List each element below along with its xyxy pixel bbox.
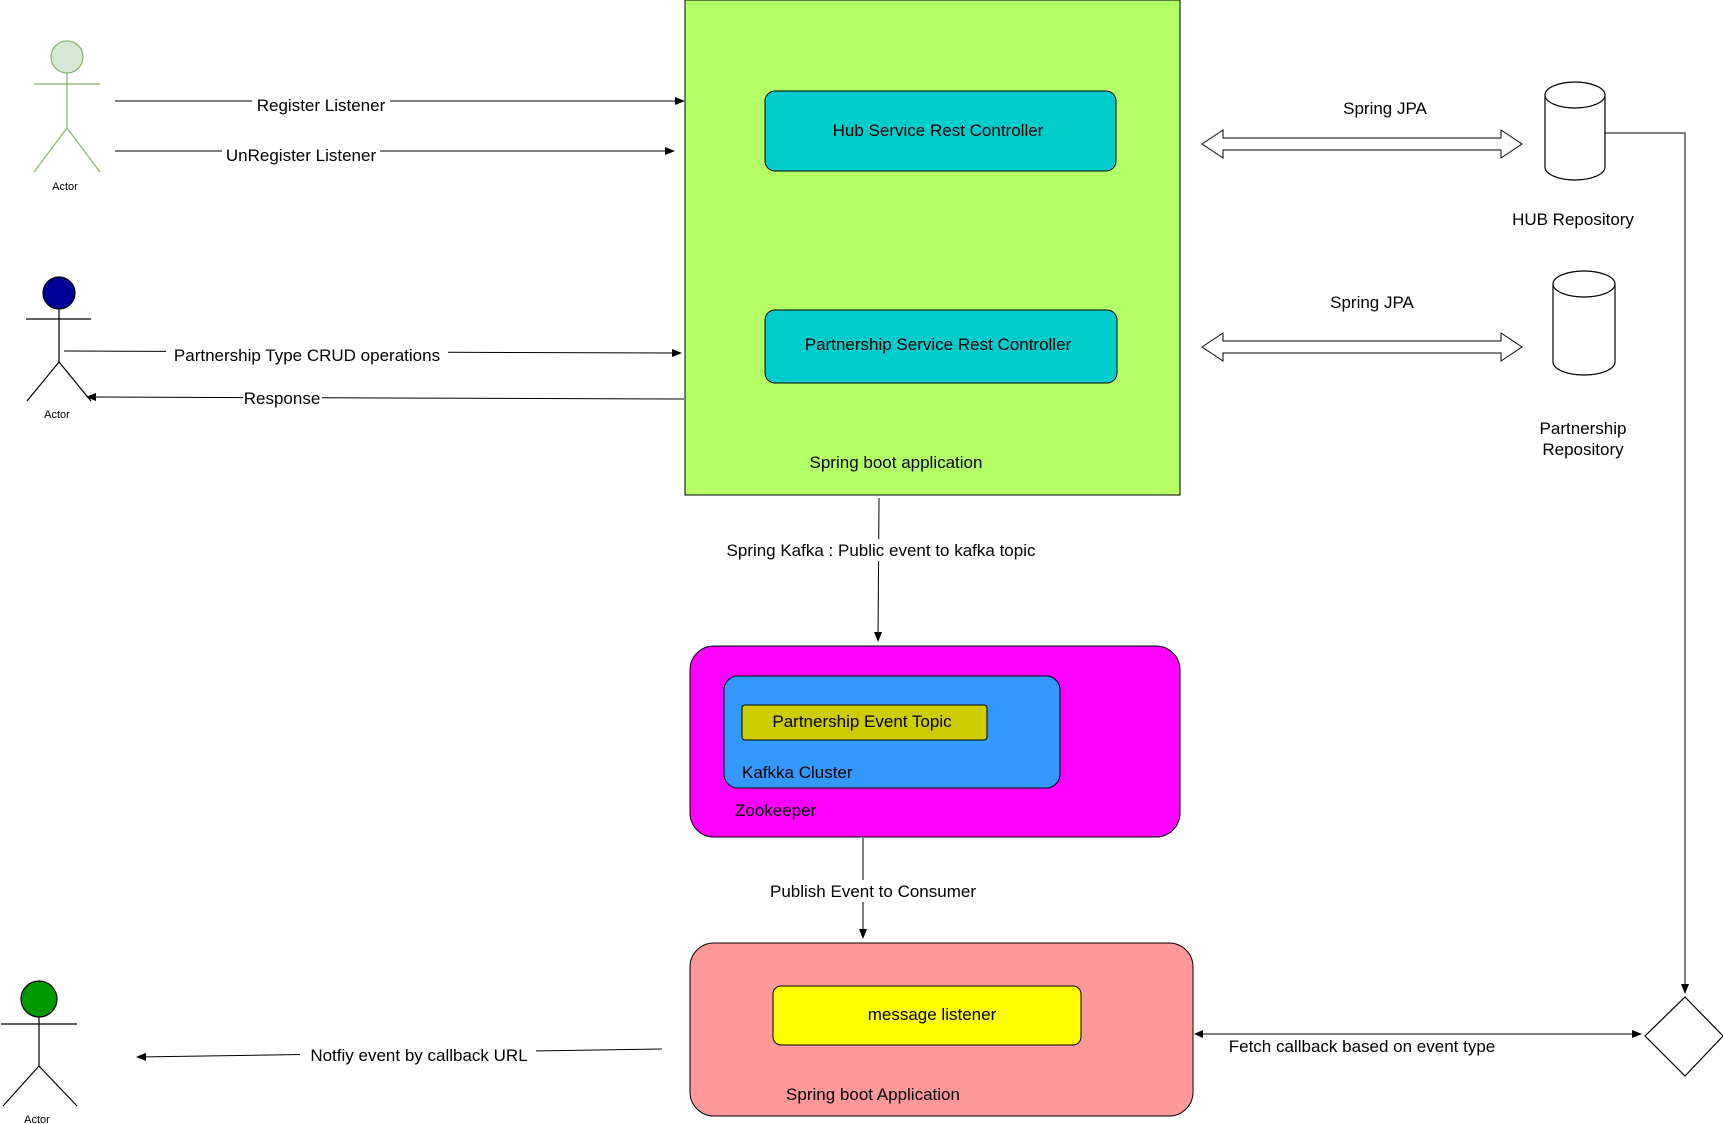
hub-repository: HUB Repository (1512, 81, 1634, 229)
hub-repository-to-decision-arrow (1605, 132, 1689, 994)
partnership-jpa-label: Spring JPA (1330, 293, 1414, 312)
spring-boot-application-label: Spring boot application (810, 453, 983, 472)
listener-actor: Actor (33, 40, 101, 193)
notify-callback-label: Notfiy event by callback URL (310, 1046, 527, 1065)
partnership-event-topic-label: Partnership Event Topic (772, 712, 952, 731)
consumer-publish-label: Publish Event to Consumer (770, 882, 976, 901)
partnership-service-rest-controller: Partnership Service Rest Controller (764, 309, 1118, 384)
hub-jpa-label: Spring JPA (1343, 99, 1427, 118)
consumer-spring-boot-application: Spring boot Application message listener (689, 942, 1194, 1117)
partnership-repository-label-line2: Repository (1542, 440, 1624, 459)
response-label: Response (244, 389, 321, 408)
kafka-publish-arrow (874, 497, 883, 642)
listener-actor-label: Actor (52, 181, 78, 193)
partnership-repository: Partnership Repository (1540, 270, 1627, 459)
crud-operations-label: Partnership Type CRUD operations (174, 346, 440, 365)
crud-actor-label: Actor (44, 409, 70, 421)
kafka-cluster-label: Kafkka Cluster (742, 763, 853, 782)
partnership-service-rest-controller-label: Partnership Service Rest Controller (805, 335, 1072, 354)
hub-service-rest-controller: Hub Service Rest Controller (764, 90, 1117, 172)
kafka-cluster: Kafkka Cluster Partnership Event Topic (723, 675, 1061, 789)
callback-decision-diamond (1644, 996, 1723, 1077)
response-arrow (86, 393, 685, 402)
zookeeper: Zookeeper Kafkka Cluster Partnership Eve… (689, 645, 1181, 838)
notify-actor: Actor (1, 980, 78, 1124)
kafka-publish-label: Spring Kafka : Public event to kafka top… (726, 541, 1036, 560)
hub-repository-label: HUB Repository (1512, 210, 1634, 229)
partnership-jpa-double-arrow (1201, 332, 1523, 362)
hub-jpa-double-arrow (1201, 129, 1523, 159)
fetch-callback-label: Fetch callback based on event type (1229, 1037, 1496, 1056)
partnership-repository-label-line1: Partnership (1540, 419, 1627, 438)
message-listener: message listener (772, 985, 1082, 1046)
message-listener-label: message listener (868, 1005, 997, 1024)
spring-boot-application: Spring boot application Hub Service Rest… (684, 0, 1181, 496)
register-listener-label: Register Listener (257, 96, 386, 115)
partnership-event-topic: Partnership Event Topic (741, 704, 988, 741)
unregister-listener-label: UnRegister Listener (226, 146, 377, 165)
crud-actor: Actor (26, 276, 92, 421)
zookeeper-label: Zookeeper (735, 801, 817, 820)
notify-actor-label: Actor (24, 1114, 50, 1124)
consumer-spring-boot-application-label: Spring boot Application (786, 1085, 960, 1104)
hub-service-rest-controller-label: Hub Service Rest Controller (833, 121, 1044, 140)
